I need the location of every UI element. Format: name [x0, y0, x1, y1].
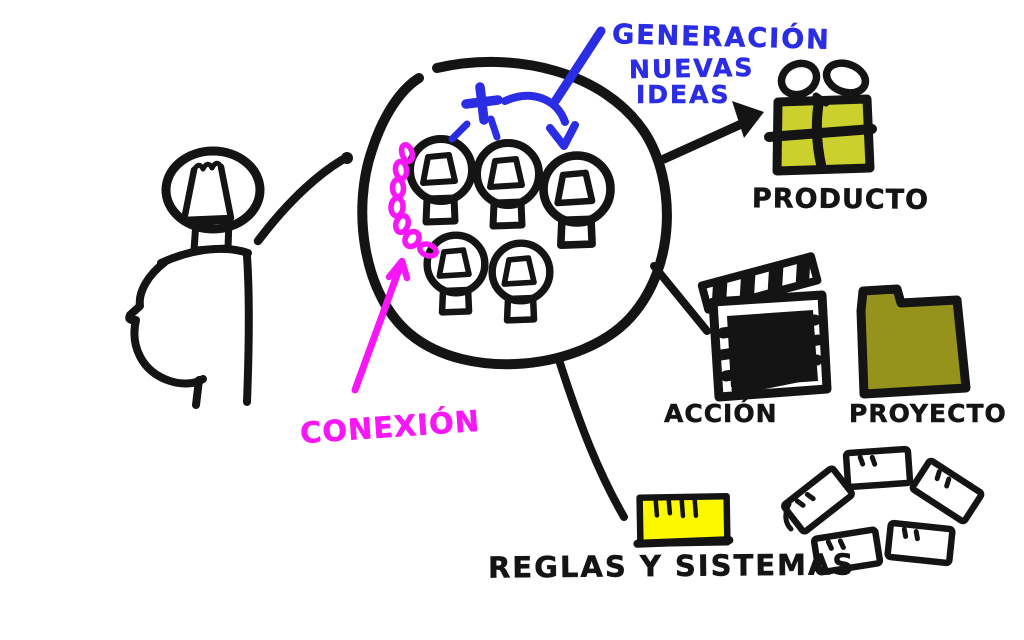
idea-bulb-icon [492, 243, 550, 320]
label-producto: PRODUCTO [751, 183, 930, 216]
plus-icon [461, 82, 503, 125]
label-accion: ACCIÓN [664, 399, 778, 429]
chain-link [402, 228, 422, 250]
folder-icon [856, 284, 971, 399]
chain-link [392, 158, 410, 182]
gift-ribbon-horizontal [764, 124, 877, 142]
gift-bow-right [822, 59, 870, 97]
label-generacion-line1: GENERACIÓN [611, 19, 832, 56]
arrow-shaft [253, 155, 347, 246]
idea-circle-icon [357, 56, 672, 370]
person-profile [125, 258, 207, 388]
clapperboard-icon [697, 252, 832, 402]
blue-arrow-head [546, 121, 579, 150]
clapper-scribble-strokes [715, 314, 824, 395]
chain-link [389, 176, 407, 200]
chain-link [388, 195, 406, 219]
person-shoulders [157, 244, 252, 267]
arrow-person-to-circle [253, 152, 353, 246]
idea-bulb-icon [477, 143, 539, 226]
idea-bulb-icon [410, 139, 472, 222]
gift-icon [764, 59, 877, 176]
ticket-icon [846, 449, 910, 487]
gift-bow-left [777, 59, 821, 99]
label-proyecto: PROYECTO [849, 399, 1007, 429]
connection-chain-icon [388, 142, 439, 259]
ticket-stray-stroke [783, 501, 794, 532]
blue-curved-arrow-shaft [501, 92, 569, 126]
person-back [243, 252, 253, 406]
line-circle-to-action [650, 262, 711, 335]
person-foot [192, 376, 203, 409]
ticket-icon [912, 460, 983, 522]
arrow-circle-to-product [659, 101, 764, 164]
arrow-dot [341, 152, 353, 164]
blue-pointer-line [551, 26, 606, 105]
chain-link [392, 212, 412, 236]
ticket-icon [887, 523, 952, 563]
bulb-filament-wave [191, 160, 224, 173]
ruler-ticks [653, 496, 699, 519]
label-generacion-line3: IDEAS [636, 80, 731, 110]
chain-link [398, 142, 416, 164]
bulb-filament [180, 163, 235, 224]
connection-arrow-shaft [351, 260, 405, 394]
bulb-glass [161, 146, 265, 234]
connection-arrow-head [385, 257, 411, 282]
arrow-head [732, 101, 764, 138]
gift-bow-knot [812, 92, 830, 107]
idea-bulb-group [410, 139, 610, 320]
new-ideas-annotation [448, 26, 606, 150]
connection-annotation [351, 142, 439, 394]
line-circle-to-rules [555, 356, 628, 521]
idea-bulb-icon [544, 156, 611, 246]
ruler-icon [633, 492, 734, 548]
label-reglas-y-sistemas: REGLAS Y SISTEMAS [487, 547, 856, 585]
arrow-shaft [659, 116, 753, 164]
chain-link [417, 241, 439, 259]
ticket-group [783, 449, 982, 573]
ruler-bottom-edge [633, 536, 734, 548]
plus-dashes [448, 115, 501, 143]
person-with-idea-icon [125, 146, 265, 409]
ticket-icon [783, 468, 853, 533]
